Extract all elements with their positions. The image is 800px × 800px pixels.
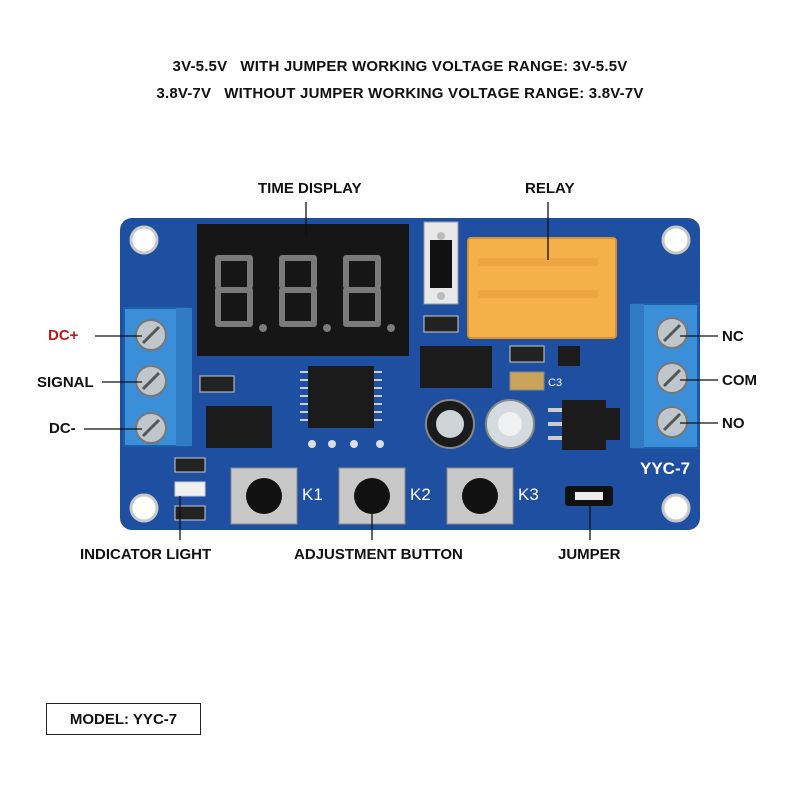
button-k1[interactable] (230, 467, 298, 525)
board-silkscreen-model: YYC-7 (640, 459, 690, 478)
electrolytic-capacitors (425, 399, 535, 449)
button-k2-label: K2 (410, 485, 431, 504)
output-terminal-block (630, 303, 699, 449)
label-relay: RELAY (525, 180, 575, 197)
relay (467, 237, 617, 339)
label-dc-minus: DC- (49, 420, 76, 437)
callout-lines (84, 202, 718, 540)
power-header (423, 221, 459, 305)
label-indicator-light: INDICATOR LIGHT (80, 546, 212, 563)
indicator-leds (174, 457, 206, 521)
label-jumper: JUMPER (558, 546, 621, 563)
optocoupler-chips (206, 346, 492, 448)
voltage-regulator (548, 400, 620, 450)
button-k2[interactable] (338, 467, 406, 525)
button-k3-label: K3 (518, 485, 539, 504)
label-dc-plus: DC+ (48, 327, 79, 344)
smd-resistors (199, 315, 545, 393)
no-jumper-voltage-spec: 3.8V-7V WITHOUT JUMPER WORKING VOLTAGE R… (156, 85, 644, 102)
input-terminal-block (123, 307, 192, 447)
label-time-display: TIME DISPLAY (258, 180, 362, 197)
label-no: NO (722, 415, 745, 432)
cap-label: C3 (548, 377, 562, 389)
solder-pads (308, 440, 384, 448)
label-adjustment-button: ADJUSTMENT BUTTON (294, 546, 463, 563)
jumper-voltage-spec: 3V-5.5V WITH JUMPER WORKING VOLTAGE RANG… (172, 58, 628, 75)
button-k1-label: K1 (302, 485, 323, 504)
label-com: COM (722, 372, 757, 389)
mounting-holes (129, 225, 691, 523)
model-label: MODEL: YYC-7 (46, 703, 201, 735)
button-k3[interactable] (446, 467, 514, 525)
transistor (558, 346, 580, 366)
seven-segment-display (197, 224, 409, 356)
microcontroller-ic (300, 366, 382, 428)
label-nc: NC (722, 328, 744, 345)
label-signal: SIGNAL (37, 374, 94, 391)
jumper[interactable] (565, 486, 613, 506)
